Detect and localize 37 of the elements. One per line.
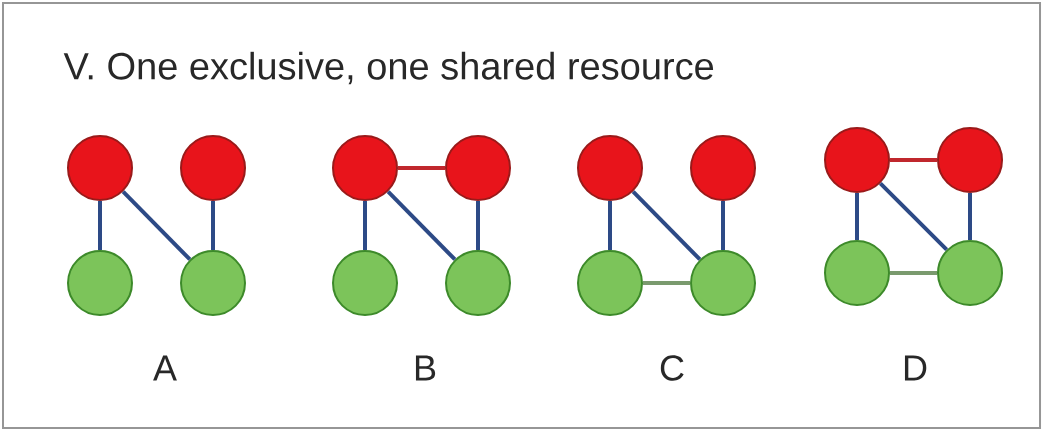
connector-line (98, 201, 102, 250)
panel-letter: D (904, 355, 927, 381)
circle-node (824, 240, 890, 306)
connector-line (643, 281, 690, 285)
circle-node (332, 250, 398, 316)
panel-letter: C (660, 355, 684, 381)
connector-line (968, 193, 972, 240)
circle-node (937, 127, 1003, 193)
circle-node (445, 250, 511, 316)
circle-node (445, 135, 511, 201)
connector-line (398, 166, 445, 170)
circle-node (824, 127, 890, 193)
circle-node (937, 240, 1003, 306)
circle-node (577, 250, 643, 316)
circle-node (690, 250, 756, 316)
connector-line (363, 201, 367, 250)
connector-line (121, 190, 192, 261)
title: V. One exclusive, one shared resource (63, 51, 714, 85)
panel-letter: B (415, 355, 436, 381)
connector-line (608, 201, 612, 250)
circle-node (180, 250, 246, 316)
circle-node (67, 135, 133, 201)
circle-node (67, 250, 133, 316)
circle-node (180, 135, 246, 201)
circle-node (577, 135, 643, 201)
connector-line (386, 190, 457, 261)
connector-line (855, 193, 859, 240)
circle-node (332, 135, 398, 201)
connector-line (631, 190, 702, 261)
circle-node (690, 135, 756, 201)
connector-line (878, 181, 949, 252)
connector-line (721, 201, 725, 250)
connector-line (890, 158, 937, 162)
connector-line (476, 201, 480, 250)
connector-line (890, 271, 937, 275)
panel-letter: A (153, 355, 177, 381)
connector-line (211, 201, 215, 250)
